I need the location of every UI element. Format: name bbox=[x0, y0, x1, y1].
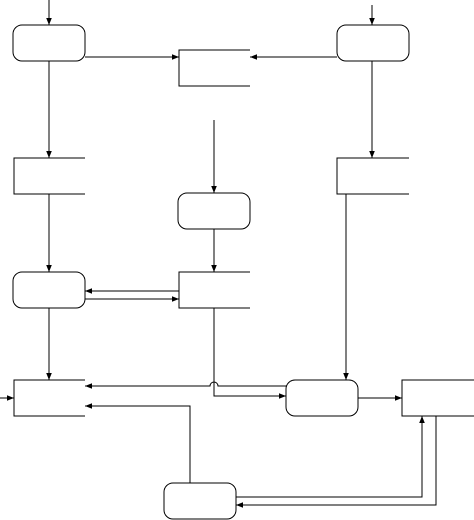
process-6 bbox=[163, 482, 237, 520]
store-2 bbox=[13, 157, 85, 195]
flow-process-6-to-store-6 bbox=[236, 416, 425, 498]
process-3 bbox=[177, 192, 251, 230]
store-1 bbox=[178, 49, 250, 87]
process-4 bbox=[12, 271, 86, 309]
process-1 bbox=[12, 24, 86, 62]
process-2 bbox=[336, 24, 410, 62]
store-5 bbox=[178, 271, 250, 309]
store-4 bbox=[13, 379, 85, 417]
store-6 bbox=[401, 379, 474, 417]
process-5 bbox=[285, 379, 359, 417]
flow-process-6-to-store-4 bbox=[85, 403, 191, 483]
flow-store-6-to-process-6 bbox=[236, 416, 437, 508]
flow-process-5-to-store-4 bbox=[85, 381, 286, 389]
store-3 bbox=[336, 157, 409, 195]
flow-store-5-to-process-5 bbox=[213, 308, 286, 399]
